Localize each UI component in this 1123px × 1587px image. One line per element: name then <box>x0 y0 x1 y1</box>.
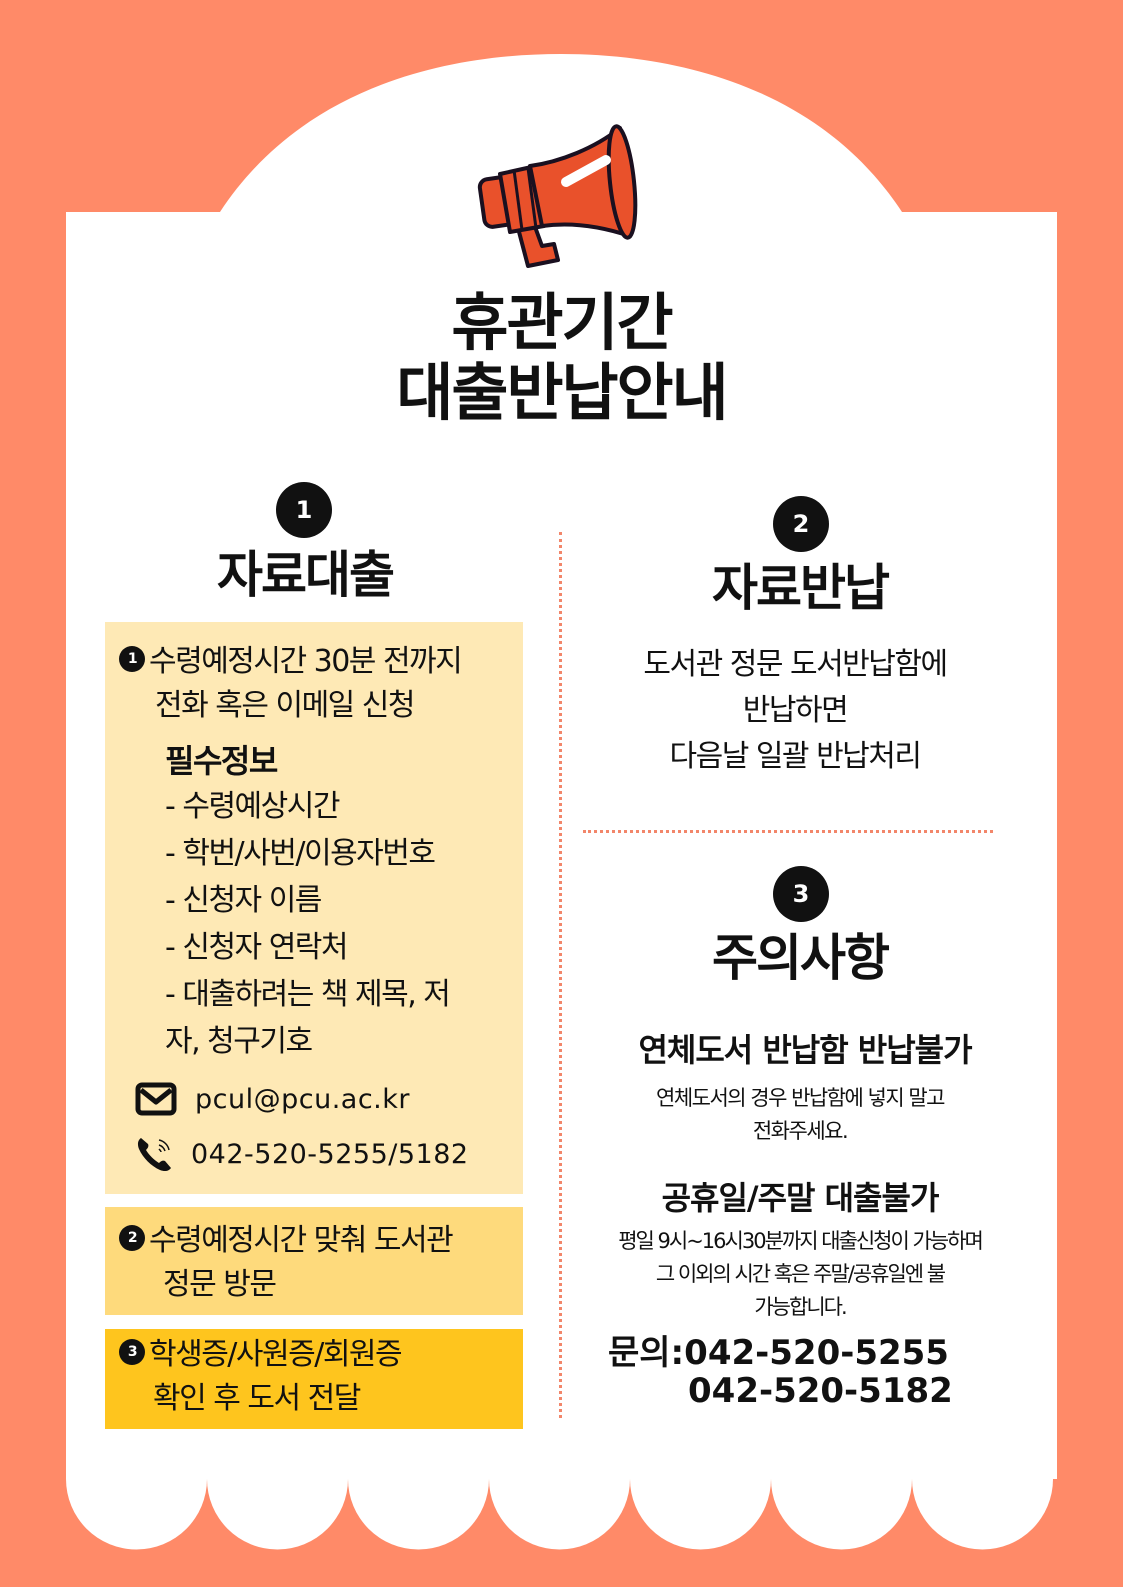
inquiry-phone-2[interactable]: 042-520-5182 <box>688 1371 953 1411</box>
megaphone-icon <box>477 124 638 268</box>
loan-step-3-line-2: 확인 후 도서 전달 <box>153 1381 361 1416</box>
step-2-bullet: 2 <box>119 1224 145 1251</box>
required-info-heading: 필수정보 <box>165 742 278 780</box>
section-2-number-badge: 2 <box>773 496 829 552</box>
loan-step-1-line-2: 전화 혹은 이메일 신청 <box>155 688 416 723</box>
section-1-number-badge: 1 <box>276 482 332 538</box>
return-description: 도서관 정문 도서반납함에 반납하면 다음날 일괄 반납처리 <box>590 642 1000 780</box>
caution-item-1-text: 연체도서의 경우 반납함에 넣지 말고 전화주세요. <box>590 1082 1010 1148</box>
phone-icon <box>137 1138 171 1172</box>
phone-number[interactable]: 042-520-5255/5182 <box>191 1138 469 1170</box>
section-caution-title: 주의사항 <box>712 929 890 987</box>
caution-item-1-heading: 연체도서 반납함 반납불가 <box>638 1031 972 1069</box>
step-3-bullet: 3 <box>119 1338 145 1365</box>
email-contact: pcul@pcu.ac.kr <box>135 1082 410 1116</box>
envelope-icon <box>135 1082 177 1116</box>
return-line: 반납하면 <box>742 693 849 728</box>
inquiry-phone-1[interactable]: 042-520-5255 <box>684 1333 949 1373</box>
caution-item-1-line: 연체도서의 경우 반납함에 넣지 말고 <box>656 1086 946 1110</box>
title-line-1: 휴관기간 <box>451 286 673 359</box>
inquiry-label: 문의: <box>608 1333 685 1373</box>
caution-item-1-line: 전화주세요. <box>752 1119 849 1143</box>
required-item: 자, 청구기호 <box>165 1024 313 1059</box>
required-item: - 신청자 이름 <box>165 883 322 918</box>
required-item: - 수령예상시간 <box>165 789 340 824</box>
step-1-bullet: 1 <box>119 645 145 672</box>
section-3-number-badge: 3 <box>773 866 829 922</box>
loan-step-1-line-1: 수령예정시간 30분 전까지 <box>149 644 463 679</box>
loan-step-2-line-1: 수령예정시간 맞춰 도서관 <box>149 1223 454 1258</box>
horizontal-dotted-divider <box>583 830 993 833</box>
caution-item-2-heading: 공휴일/주말 대출불가 <box>661 1179 940 1217</box>
loan-step-3-line-1: 학생증/사원증/회원증 <box>149 1337 403 1372</box>
section-return-title: 자료반납 <box>712 559 890 617</box>
vertical-dotted-divider <box>559 532 562 1418</box>
phone-contact: 042-520-5255/5182 <box>135 1134 469 1174</box>
required-item: - 학번/사번/이용자번호 <box>165 836 436 871</box>
caution-item-2-line: 그 이외의 시간 혹은 주말/공휴일엔 불 <box>655 1262 946 1286</box>
caution-item-2-line: 가능합니다. <box>754 1295 847 1319</box>
caution-item-2-line: 평일 9시~16시30분까지 대출신청이 가능하며 <box>618 1229 984 1253</box>
loan-step-2-line-2: 정문 방문 <box>163 1267 277 1302</box>
required-item: - 신청자 연락처 <box>165 930 349 965</box>
return-line: 다음날 일괄 반납처리 <box>669 739 922 774</box>
section-loan-title: 자료대출 <box>217 546 395 604</box>
page-title: 휴관기간 대출반납안내 <box>300 288 823 428</box>
required-info-list: - 수령예상시간 - 학번/사번/이용자번호 - 신청자 이름 - 신청자 연락… <box>165 783 515 1065</box>
required-item: - 대출하려는 책 제목, 저 <box>165 977 451 1012</box>
title-line-2: 대출반납안내 <box>396 356 728 429</box>
email-link[interactable]: pcul@pcu.ac.kr <box>195 1083 410 1115</box>
caution-item-2-text: 평일 9시~16시30분까지 대출신청이 가능하며 그 이외의 시간 혹은 주말… <box>585 1225 1015 1324</box>
inquiry-contact: 문의:042-520-5255 042-520-5182 <box>608 1334 953 1410</box>
return-line: 도서관 정문 도서반납함에 <box>643 647 948 682</box>
